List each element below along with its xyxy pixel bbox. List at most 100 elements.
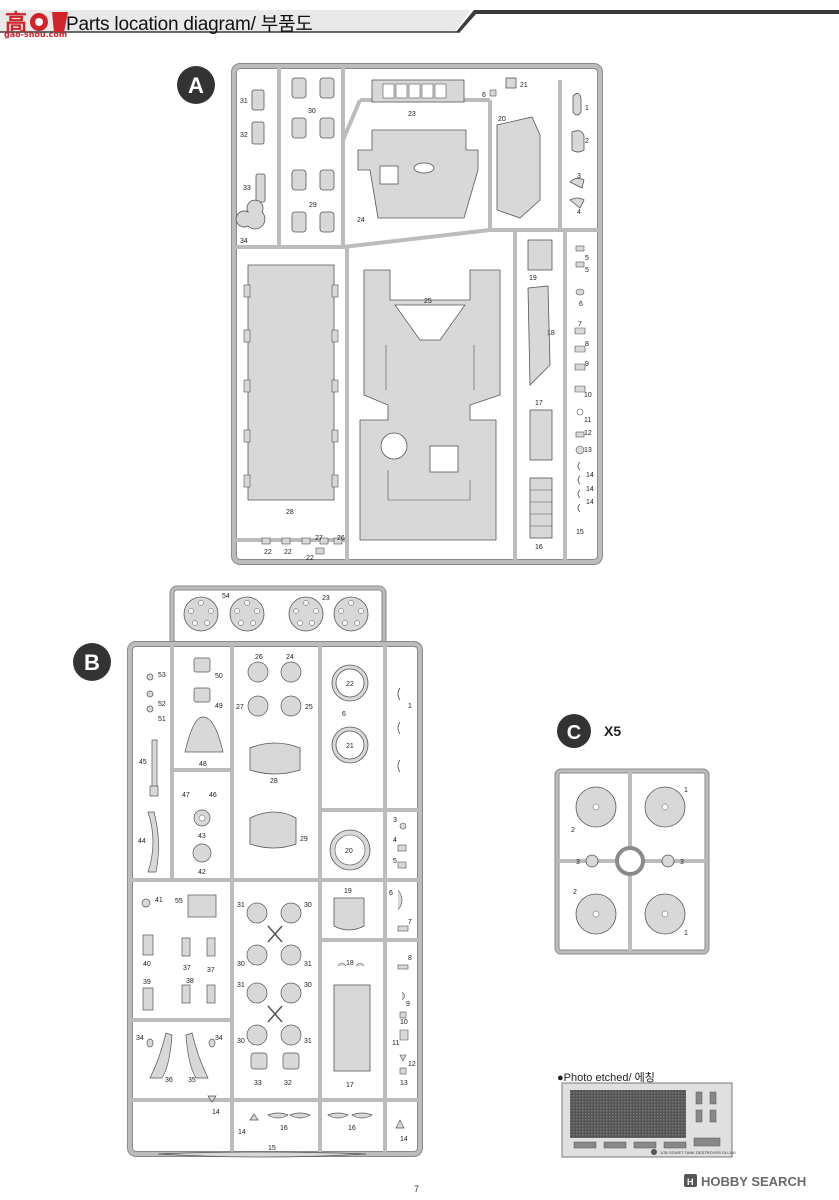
svg-text:1: 1 — [684, 930, 688, 937]
svg-text:22: 22 — [346, 681, 354, 688]
sprue-c-labels: 1 2 3 3 2 1 — [571, 787, 688, 937]
svg-text:5: 5 — [585, 255, 589, 262]
svg-text:高: 高 — [5, 10, 27, 35]
svg-text:44: 44 — [138, 838, 146, 845]
svg-text:26: 26 — [255, 654, 263, 661]
svg-text:27: 27 — [315, 535, 323, 542]
svg-text:13: 13 — [584, 447, 592, 454]
sprue-a-grid-labels: 30 29 — [308, 108, 317, 209]
hobby-search-logo: H HOBBY SEARCH — [684, 1174, 806, 1189]
svg-text:29: 29 — [309, 202, 317, 209]
svg-text:14: 14 — [212, 1109, 220, 1116]
svg-text:14: 14 — [238, 1129, 246, 1136]
svg-text:31: 31 — [237, 982, 245, 989]
sprue-b-right-lower-parts — [397, 964, 409, 1075]
sprue-c-multiplier: X5 — [604, 723, 622, 739]
svg-text:25: 25 — [305, 704, 313, 711]
page-title: Parts location diagram/ 부품도 — [66, 14, 313, 35]
svg-text:45: 45 — [139, 759, 147, 766]
svg-text:37: 37 — [183, 965, 191, 972]
svg-text:32: 32 — [284, 1080, 292, 1087]
watermark-logo: 高 — [5, 10, 68, 35]
svg-text:3: 3 — [577, 173, 581, 180]
sprue-c-badge: C — [557, 714, 591, 748]
svg-text:47: 47 — [182, 792, 190, 799]
svg-text:34: 34 — [215, 1035, 223, 1042]
svg-text:3: 3 — [680, 859, 684, 866]
sprue-b-parts-34-36 — [146, 1032, 216, 1079]
sprue-a-right-column-labels: 5 5 6 7 8 9 10 11 12 13 14 14 14 15 — [576, 255, 594, 536]
svg-text:3: 3 — [393, 817, 397, 824]
svg-text:33: 33 — [243, 185, 251, 192]
svg-text:39: 39 — [143, 979, 151, 986]
svg-text:17: 17 — [535, 400, 543, 407]
svg-text:14: 14 — [586, 486, 594, 493]
sprue-a-bottom-small-parts — [261, 537, 343, 555]
sprue-b-part-20: 20 — [329, 829, 371, 871]
sprue-b-labels-48-50: 50 49 48 47 46 — [182, 673, 223, 799]
sprue-a-right-top-labels: 1 2 3 4 — [577, 105, 589, 216]
sprue-b-labels-24-27: 26 24 27 25 — [236, 654, 313, 711]
sprue-b-parts-30-31 — [246, 902, 302, 1046]
sprue-b-cross-marks — [267, 925, 283, 1023]
svg-text:2: 2 — [585, 138, 589, 145]
svg-text:38: 38 — [186, 978, 194, 985]
sprue-c-hubs — [592, 803, 669, 918]
svg-text:6: 6 — [389, 890, 393, 897]
svg-text:3: 3 — [576, 859, 580, 866]
sprue-c: C 1 2 3 3 2 1 — [554, 714, 710, 955]
svg-text:21: 21 — [520, 82, 528, 89]
sprue-a-left-labels: 31 32 33 34 — [240, 98, 251, 245]
sprue-b-part-18 — [337, 962, 365, 967]
svg-text:26: 26 — [337, 535, 345, 542]
svg-text:23: 23 — [408, 111, 416, 118]
svg-text:53: 53 — [158, 672, 166, 679]
svg-text:41: 41 — [155, 897, 163, 904]
page-number: 7 — [414, 1184, 420, 1194]
part-a-23: 23 — [371, 79, 465, 118]
svg-text:10: 10 — [584, 392, 592, 399]
svg-text:22: 22 — [306, 555, 314, 562]
svg-text:30: 30 — [304, 982, 312, 989]
svg-text:5: 5 — [393, 858, 397, 865]
svg-text:12: 12 — [408, 1061, 416, 1068]
svg-text:42: 42 — [198, 869, 206, 876]
sprue-b-parts-48-50 — [184, 657, 224, 753]
sprue-b-wheel-labels: 54 23 — [222, 593, 330, 602]
part-a-25: 25 — [359, 269, 501, 541]
part-a-28: 28 — [243, 264, 339, 516]
svg-text:18: 18 — [547, 330, 555, 337]
svg-text:14: 14 — [400, 1136, 408, 1143]
svg-text:30: 30 — [304, 902, 312, 909]
svg-text:40: 40 — [143, 961, 151, 968]
sprue-b-left-parts — [146, 673, 159, 873]
svg-text:10: 10 — [400, 1019, 408, 1026]
sprue-b-right-upper-labels: 3 4 5 6 7 — [389, 817, 412, 926]
svg-text:2: 2 — [571, 827, 575, 834]
sprue-b-lower-left-parts — [141, 894, 217, 1011]
watermark-site: gao-shou.com — [4, 30, 68, 39]
sprue-b-labels-32-33: 33 32 — [254, 1080, 292, 1087]
svg-text:30: 30 — [308, 108, 316, 115]
sprue-b-part-19: 19 — [333, 888, 365, 931]
sprue-a: A 31 32 33 34 30 29 — [177, 63, 603, 565]
svg-text:HOBBY SEARCH: HOBBY SEARCH — [701, 1174, 806, 1189]
svg-text:A: A — [188, 73, 204, 98]
svg-text:50: 50 — [215, 673, 223, 680]
svg-text:6: 6 — [579, 301, 583, 308]
svg-text:33: 33 — [254, 1080, 262, 1087]
sprue-b-parts-42-43: 43 42 — [192, 809, 212, 876]
sprue-b-bottom-parts — [157, 1095, 405, 1158]
svg-text:4: 4 — [393, 837, 397, 844]
svg-text:29: 29 — [300, 836, 308, 843]
svg-text:28: 28 — [270, 778, 278, 785]
svg-text:21: 21 — [346, 743, 354, 750]
svg-text:30: 30 — [237, 961, 245, 968]
svg-text:7: 7 — [578, 321, 582, 328]
svg-text:1: 1 — [585, 105, 589, 112]
sprue-b-right-upper-parts — [397, 822, 409, 932]
sprue-a-right-column-parts — [574, 245, 586, 455]
svg-text:20: 20 — [345, 848, 353, 855]
svg-text:52: 52 — [158, 701, 166, 708]
svg-text:32: 32 — [240, 132, 248, 139]
